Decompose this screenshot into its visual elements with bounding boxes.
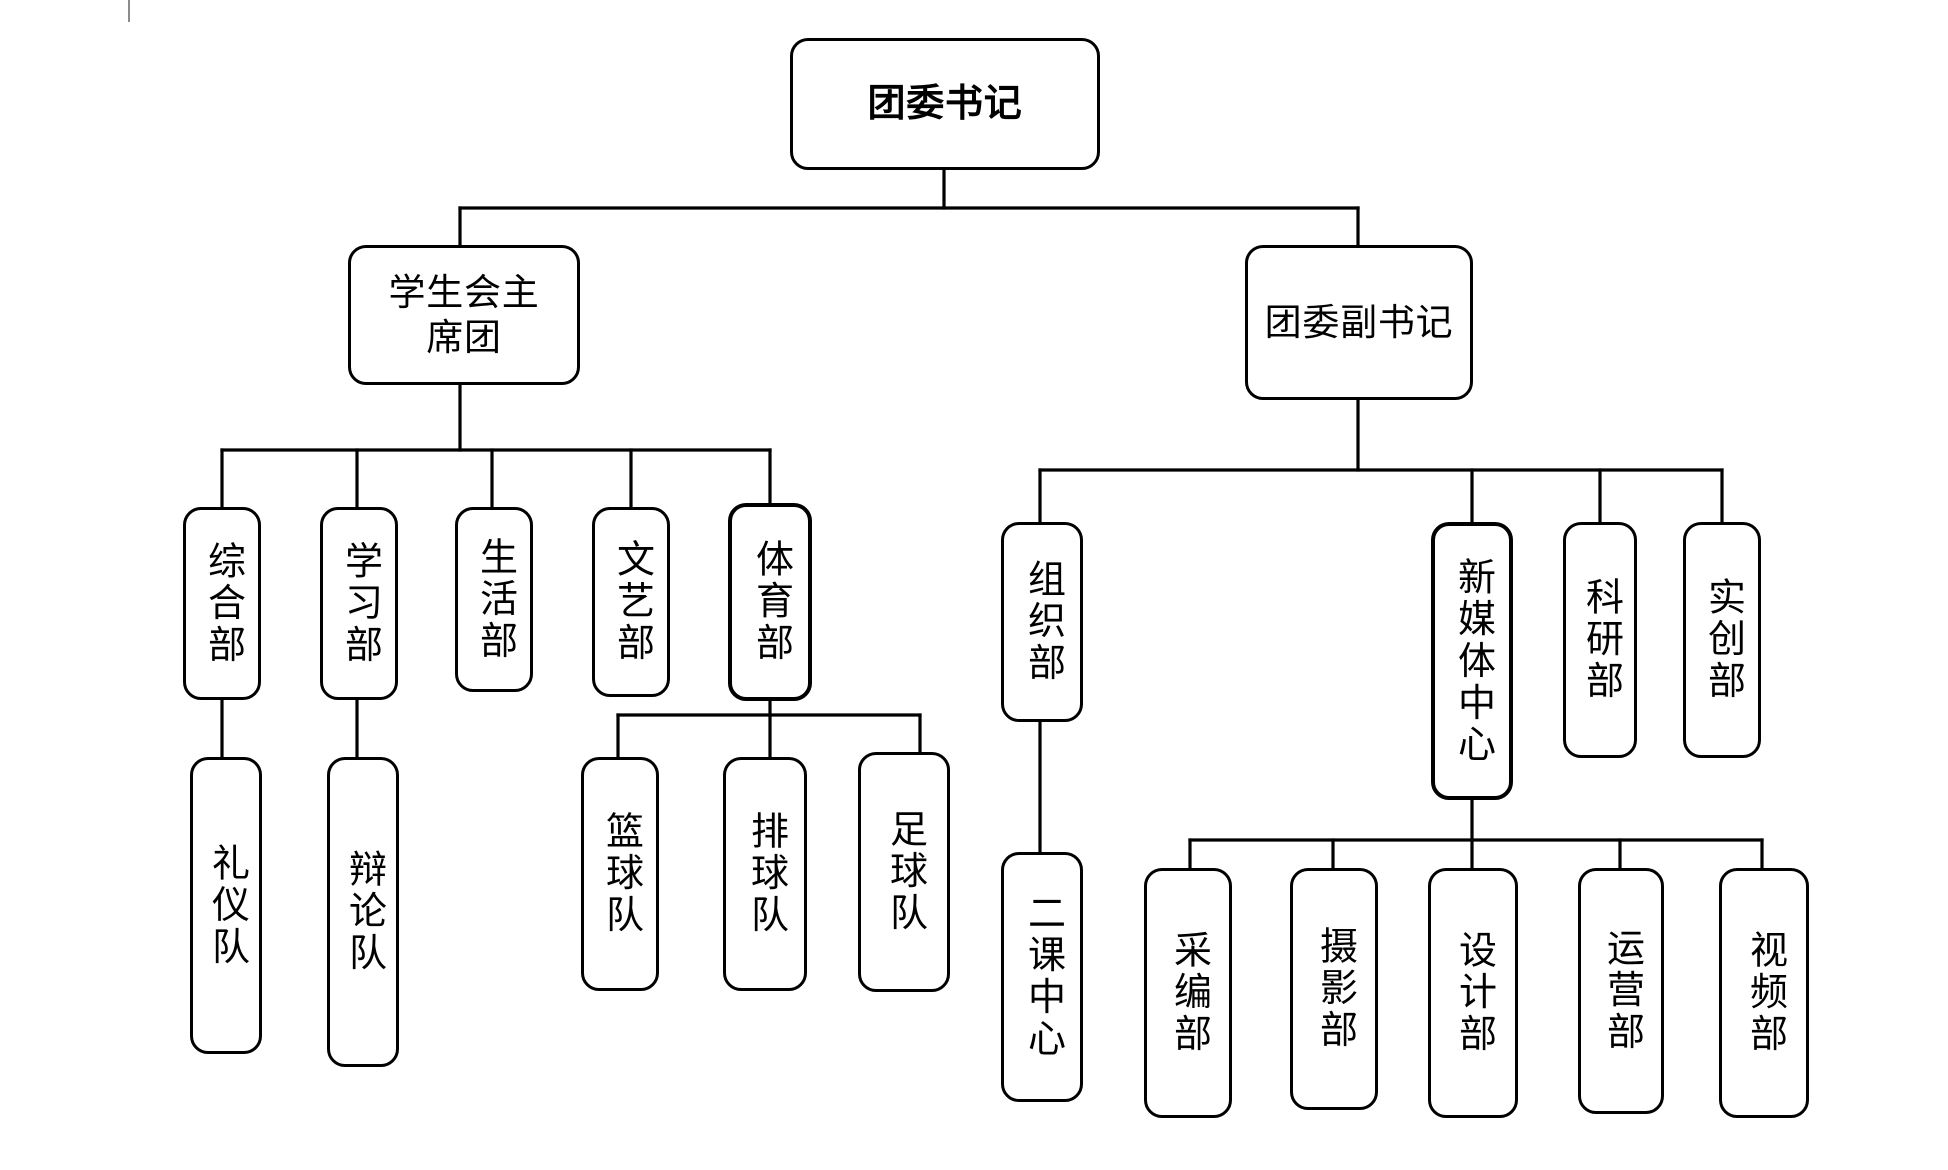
node-label: 篮球队 <box>599 811 642 937</box>
node-label: 摄影部 <box>1313 926 1356 1052</box>
node-label: 运营部 <box>1600 928 1643 1054</box>
page-corner-mark <box>74 0 130 22</box>
node-label: 组织部 <box>1021 559 1064 685</box>
node-label: 学生会主席团 <box>388 271 540 358</box>
node-photography-dept[interactable]: 摄影部 <box>1290 868 1378 1110</box>
node-sports-dept[interactable]: 体育部 <box>728 503 812 701</box>
node-editorial-dept[interactable]: 采编部 <box>1144 868 1232 1118</box>
node-etiquette-team[interactable]: 礼仪队 <box>190 757 262 1054</box>
node-debate-team[interactable]: 辩论队 <box>327 757 399 1067</box>
node-label: 排球队 <box>744 811 787 937</box>
node-label: 团委书记 <box>867 82 1023 125</box>
node-label: 新媒体中心 <box>1451 556 1494 766</box>
node-label: 体育部 <box>749 539 792 665</box>
node-student-union-presidium[interactable]: 学生会主席团 <box>348 245 580 385</box>
node-label: 学习部 <box>338 540 381 667</box>
node-arts-dept[interactable]: 文艺部 <box>592 507 670 697</box>
node-label: 采编部 <box>1167 930 1210 1056</box>
node-organization-dept[interactable]: 组织部 <box>1001 522 1083 722</box>
node-second-class-center[interactable]: 二课中心 <box>1001 852 1083 1102</box>
node-label: 礼仪队 <box>205 842 248 969</box>
node-research-dept[interactable]: 科研部 <box>1563 522 1637 758</box>
node-practice-innovation-dept[interactable]: 实创部 <box>1683 522 1761 758</box>
node-label: 团委副书记 <box>1264 301 1454 343</box>
node-football-team[interactable]: 足球队 <box>858 752 950 992</box>
node-label: 足球队 <box>883 809 926 935</box>
node-label: 综合部 <box>201 540 244 667</box>
node-new-media-center[interactable]: 新媒体中心 <box>1431 522 1513 800</box>
node-label: 文艺部 <box>610 539 653 665</box>
node-general-affairs-dept[interactable]: 综合部 <box>183 507 261 700</box>
node-youth-league-secretary[interactable]: 团委书记 <box>790 38 1100 170</box>
node-video-dept[interactable]: 视频部 <box>1719 868 1809 1118</box>
node-label: 设计部 <box>1452 930 1495 1056</box>
node-label: 生活部 <box>473 536 516 663</box>
node-label: 科研部 <box>1579 577 1622 703</box>
node-deputy-secretary[interactable]: 团委副书记 <box>1245 245 1473 400</box>
node-design-dept[interactable]: 设计部 <box>1428 868 1518 1118</box>
node-volleyball-team[interactable]: 排球队 <box>723 757 807 991</box>
node-label: 实创部 <box>1701 577 1744 703</box>
node-label: 视频部 <box>1743 930 1786 1056</box>
node-label: 辩论队 <box>342 849 385 975</box>
node-basketball-team[interactable]: 篮球队 <box>581 757 659 991</box>
node-study-dept[interactable]: 学习部 <box>320 507 398 700</box>
node-life-dept[interactable]: 生活部 <box>455 507 533 692</box>
node-operations-dept[interactable]: 运营部 <box>1578 868 1664 1114</box>
node-label: 二课中心 <box>1021 893 1064 1061</box>
